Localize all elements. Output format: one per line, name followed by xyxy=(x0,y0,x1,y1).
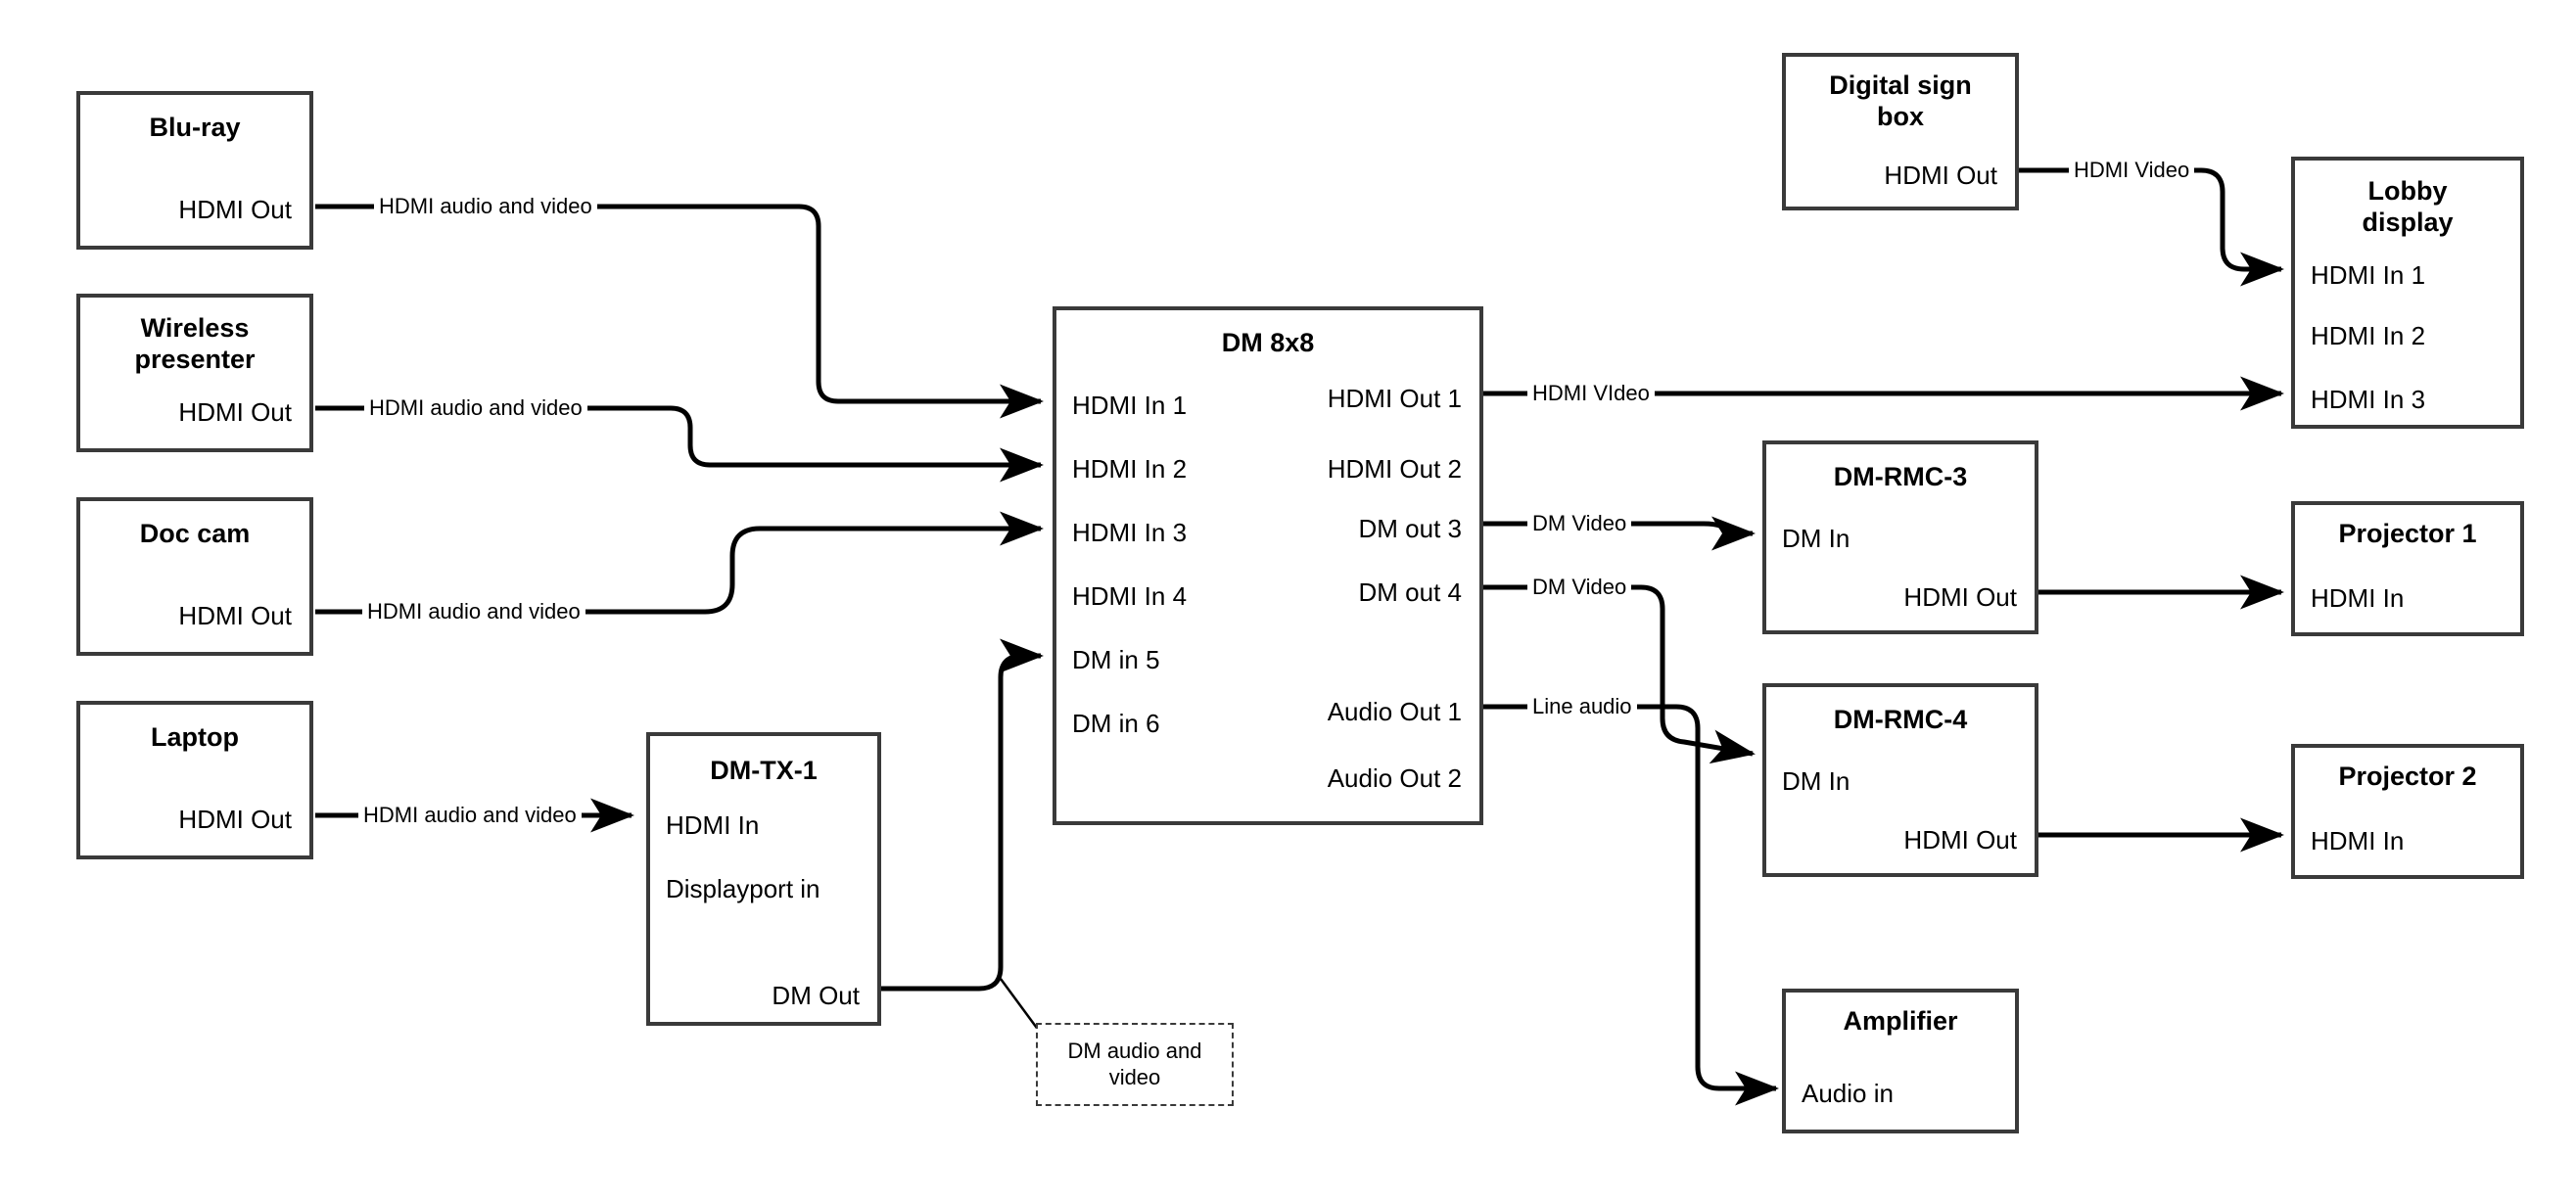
node-laptop[interactable]: Laptop HDMI Out xyxy=(76,701,313,859)
node-doc-cam[interactable]: Doc cam HDMI Out xyxy=(76,497,313,656)
node-dm-rmc-4-title: DM-RMC-4 xyxy=(1833,705,1968,734)
node-projector-1-title: Projector 1 xyxy=(2338,519,2477,548)
port-dm-8x8-hdmi-in-1[interactable]: HDMI In 1 xyxy=(1072,391,1188,420)
node-bluray[interactable]: Blu-ray HDMI Out xyxy=(76,91,313,250)
wire-digitalsign-to-lobby xyxy=(2019,167,2285,287)
port-digital-sign-box-hdmi-out[interactable]: HDMI Out xyxy=(1884,161,1997,190)
node-wireless-presenter[interactable]: Wireless presenter HDMI Out xyxy=(76,294,313,452)
node-dm-rmc-3[interactable]: DM-RMC-3 DM In HDMI Out xyxy=(1762,440,2038,634)
node-lobby-display[interactable]: Lobby display HDMI In 1 HDMI In 2 HDMI I… xyxy=(2291,157,2524,429)
wire-label-audioout1-to-amplifier: Line audio xyxy=(1527,696,1637,717)
wire-label-digitalsign-to-lobby: HDMI Video xyxy=(2069,160,2195,181)
port-dm-8x8-hdmi-in-2[interactable]: HDMI In 2 xyxy=(1072,454,1188,484)
port-projector-1-hdmi-in[interactable]: HDMI In xyxy=(2311,583,2405,613)
port-dm-8x8-dm-out-3[interactable]: DM out 3 xyxy=(1358,514,1463,543)
port-lobby-display-hdmi-in-2[interactable]: HDMI In 2 xyxy=(2311,321,2426,350)
annotation-dm-audio-and-video: DM audio and video xyxy=(1036,1023,1234,1106)
node-dm-rmc-3-title: DM-RMC-3 xyxy=(1833,462,1968,491)
node-digital-sign-box-title-line1: Digital sign xyxy=(1829,70,1972,100)
port-projector-2-hdmi-in[interactable]: HDMI In xyxy=(2311,826,2405,855)
node-wireless-presenter-title-line2: presenter xyxy=(134,345,256,374)
port-dm-8x8-hdmi-in-3[interactable]: HDMI In 3 xyxy=(1072,518,1188,547)
port-dm-8x8-audio-out-1[interactable]: Audio Out 1 xyxy=(1327,697,1462,726)
node-dm-rmc-4[interactable]: DM-RMC-4 DM In HDMI Out xyxy=(1762,683,2038,877)
port-dm-rmc-4-hdmi-out[interactable]: HDMI Out xyxy=(1903,825,2017,855)
port-dm-rmc-3-hdmi-out[interactable]: HDMI Out xyxy=(1903,582,2017,612)
port-dm-8x8-dm-in-6[interactable]: DM in 6 xyxy=(1072,709,1160,738)
port-dm-8x8-hdmi-out-2[interactable]: HDMI Out 2 xyxy=(1327,454,1462,484)
wire-label-hdmiout1-to-lobby: HDMI VIdeo xyxy=(1527,383,1655,404)
port-wireless-presenter-hdmi-out[interactable]: HDMI Out xyxy=(178,397,292,427)
port-dm-8x8-audio-out-2[interactable]: Audio Out 2 xyxy=(1327,763,1462,793)
port-doc-cam-hdmi-out[interactable]: HDMI Out xyxy=(178,601,292,630)
wire-label-dmout4-to-rmc4: DM Video xyxy=(1527,577,1632,598)
port-dm-rmc-4-dm-in[interactable]: DM In xyxy=(1782,766,1850,796)
port-dm-tx-1-displayport-in[interactable]: Displayport in xyxy=(666,874,820,903)
wire-label-doccam-to-dm8x8: HDMI audio and video xyxy=(362,601,585,623)
node-bluray-title: Blu-ray xyxy=(149,113,241,142)
wire-label-wireless-to-dm8x8: HDMI audio and video xyxy=(364,397,587,419)
node-doc-cam-title: Doc cam xyxy=(139,519,251,548)
port-dm-tx-1-dm-out[interactable]: DM Out xyxy=(772,981,860,1010)
node-dm-tx-1-title: DM-TX-1 xyxy=(710,756,818,785)
port-dm-rmc-3-dm-in[interactable]: DM In xyxy=(1782,524,1850,553)
node-projector-2[interactable]: Projector 2 HDMI In xyxy=(2291,744,2524,879)
port-dm-8x8-hdmi-out-1[interactable]: HDMI Out 1 xyxy=(1327,384,1462,413)
node-dm-8x8[interactable]: DM 8x8 HDMI In 1 HDMI In 2 HDMI In 3 HDM… xyxy=(1053,306,1483,825)
node-digital-sign-box-title-line2: box xyxy=(1876,102,1924,131)
wire-dm8x8-dmout4-to-rmc4 xyxy=(1483,584,1756,764)
node-amplifier[interactable]: Amplifier Audio in xyxy=(1782,989,2019,1133)
wire-label-laptop-to-dmtx1: HDMI audio and video xyxy=(358,805,582,826)
node-laptop-title: Laptop xyxy=(151,722,239,752)
port-dm-8x8-hdmi-in-4[interactable]: HDMI In 4 xyxy=(1072,581,1188,611)
node-projector-2-title: Projector 2 xyxy=(2338,762,2477,791)
node-dm-8x8-title: DM 8x8 xyxy=(1221,328,1315,357)
port-dm-8x8-dm-out-4[interactable]: DM out 4 xyxy=(1358,577,1463,607)
port-laptop-hdmi-out[interactable]: HDMI Out xyxy=(178,805,292,834)
port-lobby-display-hdmi-in-3[interactable]: HDMI In 3 xyxy=(2311,385,2426,414)
node-lobby-display-title-line1: Lobby xyxy=(2367,176,2448,206)
port-dm-tx-1-hdmi-in[interactable]: HDMI In xyxy=(666,810,760,840)
node-wireless-presenter-title-line1: Wireless xyxy=(140,313,250,343)
port-lobby-display-hdmi-in-1[interactable]: HDMI In 1 xyxy=(2311,260,2426,290)
wire-dmtx1-to-dm8x8 xyxy=(881,638,1045,992)
wire-label-bluray-to-dm8x8: HDMI audio and video xyxy=(374,196,597,217)
port-dm-8x8-dm-in-5[interactable]: DM in 5 xyxy=(1072,645,1160,674)
node-lobby-display-title-line2: display xyxy=(2362,208,2454,237)
wire-dm8x8-audioout1-to-amplifier xyxy=(1483,704,1780,1106)
wire-bluray-to-dm8x8 xyxy=(315,204,1045,419)
port-amplifier-audio-in[interactable]: Audio in xyxy=(1802,1079,1894,1108)
annotation-dm-audio-and-video-line2: video xyxy=(1108,1064,1161,1089)
node-amplifier-title: Amplifier xyxy=(1843,1006,1958,1036)
annotation-dm-audio-and-video-line1: DM audio and xyxy=(1067,1038,1202,1063)
wire-label-dmout3-to-rmc3: DM Video xyxy=(1527,513,1632,534)
node-projector-1[interactable]: Projector 1 HDMI In xyxy=(2291,501,2524,636)
node-digital-sign-box[interactable]: Digital sign box HDMI Out xyxy=(1782,53,2019,210)
port-bluray-hdmi-out[interactable]: HDMI Out xyxy=(178,195,292,224)
node-dm-tx-1[interactable]: DM-TX-1 HDMI In Displayport in DM Out xyxy=(646,732,881,1026)
